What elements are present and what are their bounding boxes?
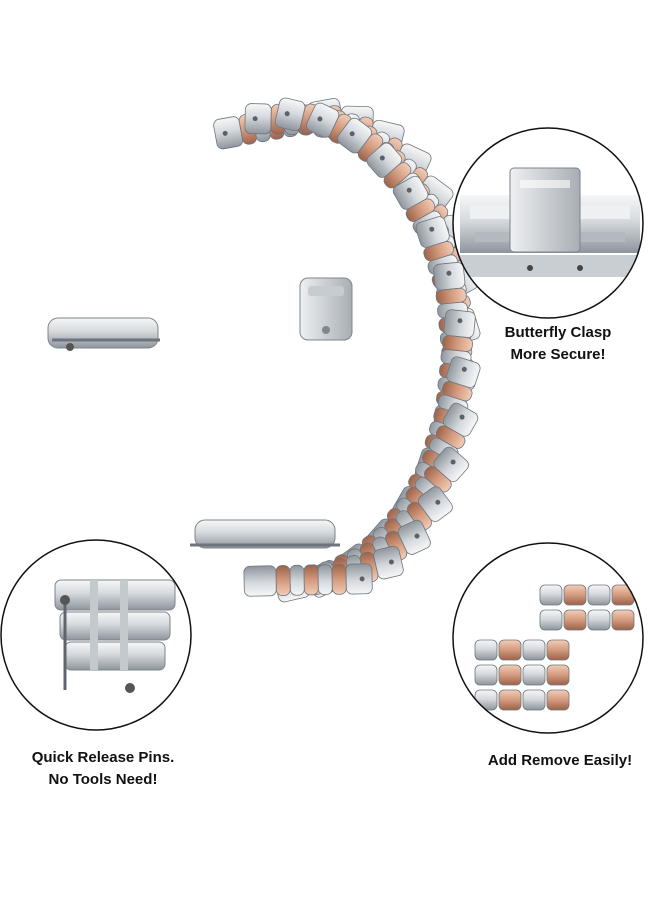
mini-link — [546, 689, 570, 711]
clasp-closeup — [452, 127, 644, 319]
pins-closeup — [0, 539, 192, 731]
band-end-left-upper — [47, 317, 160, 351]
mini-link — [474, 689, 498, 711]
links-closeup — [452, 542, 644, 734]
clasp-caption-line2: More Secure! — [510, 346, 606, 363]
mini-link — [474, 664, 498, 686]
mini-link — [587, 584, 611, 606]
clasp-caption: Butterfly Clasp More Secure! — [468, 322, 648, 366]
mini-link — [498, 689, 522, 711]
pins-caption-line2: No Tools Need! — [48, 771, 158, 788]
mini-link — [498, 639, 522, 661]
mini-link — [522, 664, 546, 686]
remove-caption: Add Remove Easily! — [460, 750, 660, 772]
mini-link — [563, 584, 587, 606]
pins-caption: Quick Release Pins. No Tools Need! — [8, 747, 198, 791]
pins-caption-line1: Quick Release Pins. — [31, 749, 175, 766]
mini-link — [522, 639, 546, 661]
band-end-left-lower — [190, 519, 340, 549]
mini-link — [546, 664, 570, 686]
clasp-caption-line1: Butterfly Clasp — [504, 324, 612, 341]
mini-link — [611, 584, 635, 606]
clasp-body — [299, 277, 353, 341]
mini-link — [474, 639, 498, 661]
mini-link — [587, 609, 611, 631]
mini-link — [546, 639, 570, 661]
mini-link — [539, 584, 563, 606]
band-link — [243, 563, 373, 597]
mini-link — [522, 689, 546, 711]
mini-link — [563, 609, 587, 631]
remove-caption-line1: Add Remove Easily! — [487, 752, 633, 769]
mini-link — [611, 609, 635, 631]
mini-link — [498, 664, 522, 686]
mini-link — [539, 609, 563, 631]
